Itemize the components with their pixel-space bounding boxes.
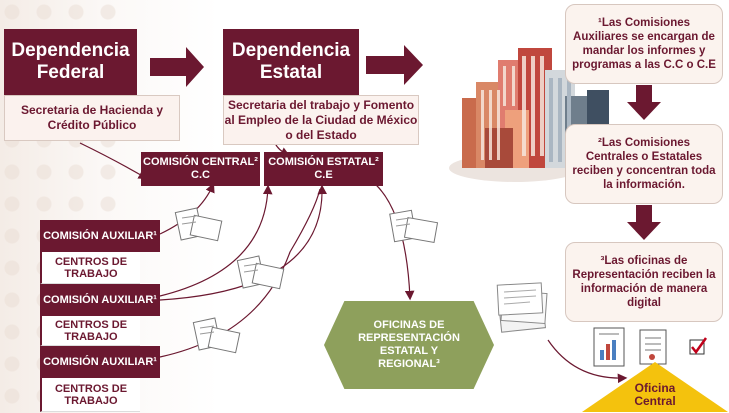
document-icon bbox=[174, 207, 223, 242]
comision-auxiliar-label: COMISIÓN AUXILIAR¹ bbox=[43, 229, 157, 242]
estatal-subtitle-box: Secretaria del trabajo y Fomento al Empl… bbox=[223, 95, 419, 145]
centros-de-trabajo-label: CENTROS DE TRABAJO bbox=[54, 318, 128, 343]
line-aux2-to-estatal bbox=[159, 184, 328, 301]
document-icon bbox=[192, 317, 241, 354]
document-icon bbox=[236, 255, 285, 290]
step-2-box: ²Las Comisiones Centrales o Estatales re… bbox=[565, 124, 723, 204]
line-federal-to-central bbox=[79, 142, 149, 180]
comision-auxiliar-label: COMISIÓN AUXILIAR¹ bbox=[43, 355, 157, 368]
step-1-text: ¹Las Comisiones Auxiliares se encargan d… bbox=[572, 17, 716, 71]
centros-de-trabajo-box: CENTROS DE TRABAJO bbox=[40, 252, 140, 284]
checkbox-icon bbox=[689, 337, 708, 355]
block-arrow-step2-step3 bbox=[627, 205, 661, 240]
comision-estatal-label: COMISIÓN ESTATAL² C.E bbox=[268, 156, 379, 181]
estatal-subtitle: Secretaria del trabajo y Fomento al Empl… bbox=[224, 97, 418, 142]
comision-auxiliar-label: COMISIÓN AUXILIAR¹ bbox=[43, 293, 157, 306]
centros-de-trabajo-label: CENTROS DE TRABAJO bbox=[54, 255, 128, 280]
federal-subtitle-box: Secretaria de Hacienda y Crédito Público bbox=[4, 95, 180, 141]
comision-auxiliar-box: COMISIÓN AUXILIAR¹ bbox=[40, 284, 160, 316]
stack-of-papers-icon bbox=[496, 282, 548, 333]
report-icon bbox=[639, 329, 667, 365]
federal-subtitle: Secretaria de Hacienda y Crédito Público bbox=[20, 103, 164, 132]
oficina-central-pyramid bbox=[582, 362, 728, 412]
comision-central-box: COMISIÓN CENTRAL² C.C bbox=[141, 152, 260, 186]
oficinas-representacion-label: OFICINAS DE REPRESENTACIÓN ESTATAL Y REG… bbox=[358, 319, 460, 370]
dependencia-estatal-title: Dependencia Estatal bbox=[231, 40, 351, 83]
oficina-central-label: Oficina Central bbox=[634, 381, 676, 408]
dependencia-estatal-box: Dependencia Estatal bbox=[223, 29, 359, 95]
dependencia-federal-box: Dependencia Federal bbox=[4, 29, 137, 95]
block-arrow-federal-estatal bbox=[150, 47, 204, 87]
oficinas-representacion-hexagon: OFICINAS DE REPRESENTACIÓN ESTATAL Y REG… bbox=[324, 301, 494, 389]
oficina-central-label-wrap: Oficina Central bbox=[620, 382, 690, 410]
block-arrow-step1-step2 bbox=[627, 85, 661, 120]
line-aux2-to-central bbox=[159, 184, 273, 297]
step-1-box: ¹Las Comisiones Auxiliares se encargan d… bbox=[565, 4, 723, 84]
report-icon bbox=[593, 327, 625, 367]
centros-de-trabajo-box: CENTROS DE TRABAJO bbox=[40, 378, 140, 412]
buildings-icon bbox=[449, 48, 609, 182]
step-3-box: ³Las oficinas de Representación reciben … bbox=[565, 242, 723, 322]
step-3-text: ³Las oficinas de Representación reciben … bbox=[572, 255, 716, 309]
centros-de-trabajo-box: CENTROS DE TRABAJO bbox=[40, 316, 140, 346]
comision-central-label: COMISIÓN CENTRAL² C.C bbox=[143, 156, 258, 181]
step-2-text: ²Las Comisiones Centrales o Estatales re… bbox=[572, 137, 716, 191]
comision-auxiliar-box: COMISIÓN AUXILIAR¹ bbox=[40, 346, 160, 378]
centros-de-trabajo-label: CENTROS DE TRABAJO bbox=[54, 382, 128, 407]
comision-auxiliar-box: COMISIÓN AUXILIAR¹ bbox=[40, 220, 160, 252]
document-icon bbox=[389, 209, 439, 244]
block-arrow-estatal-buildings bbox=[366, 45, 423, 85]
dependencia-federal-title: Dependencia Federal bbox=[11, 40, 130, 83]
line-oficinas-to-central bbox=[547, 339, 628, 384]
comision-estatal-box: COMISIÓN ESTATAL² C.E bbox=[264, 152, 383, 186]
